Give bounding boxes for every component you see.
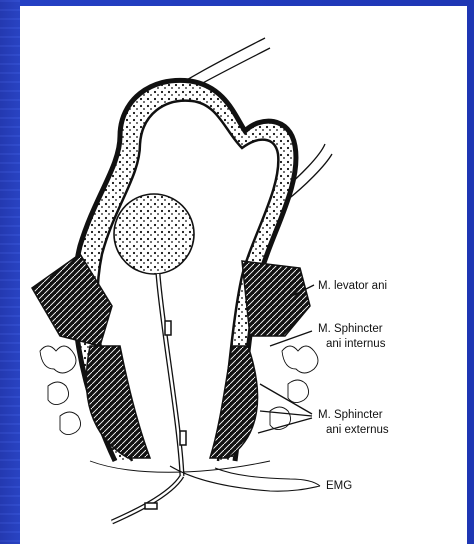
label-levator-ani: M. levator ani [318,279,387,293]
label-emg: EMG [326,479,352,493]
slide-stripe-edge [0,0,20,544]
label-sphincter-internus-line1: M. Sphincter [318,322,383,336]
anorectal-diagram [20,6,467,544]
label-sphincter-internus-line2: ani internus [326,337,385,351]
diagram-paper: M. levator ani M. Sphincter ani internus… [20,6,467,544]
label-sphincter-externus-line2: ani externus [326,423,389,437]
emg-wires [170,466,320,491]
label-sphincter-externus-line1: M. Sphincter [318,408,383,422]
